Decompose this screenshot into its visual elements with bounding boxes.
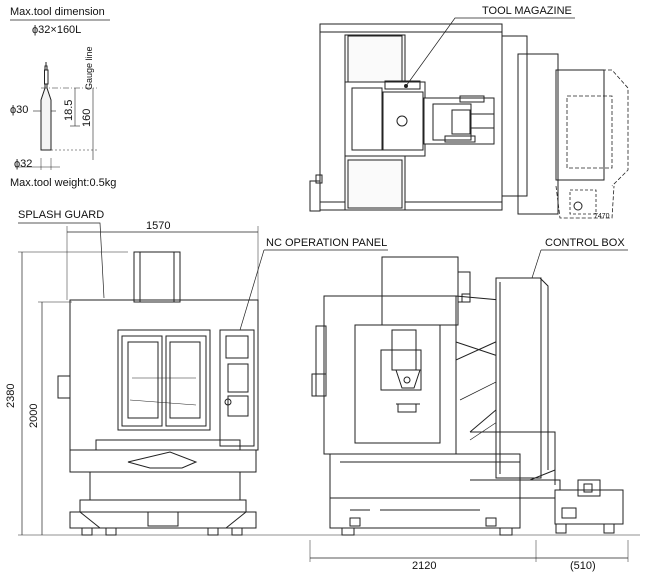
small-mark-label: 7470 xyxy=(594,213,610,220)
side-view xyxy=(309,249,629,562)
top-view xyxy=(309,17,629,219)
tool-magazine-label: TOOL MAGAZINE xyxy=(482,5,572,17)
front-view xyxy=(18,222,640,536)
tool-size-label: ϕ32×160L xyxy=(32,24,82,36)
gauge-line-label: Gauge line xyxy=(84,46,94,90)
height-2380-label: 2380 xyxy=(5,383,17,408)
diameter-30-label: ϕ30 xyxy=(10,104,29,116)
width-1570-label: 1570 xyxy=(146,220,171,232)
nc-operation-panel-label: NC OPERATION PANEL xyxy=(266,237,388,249)
tool-detail xyxy=(10,19,110,170)
depth-510-label: (510) xyxy=(570,560,596,572)
height-2000-label: 2000 xyxy=(28,403,40,428)
diameter-32-label: ϕ32 xyxy=(14,158,33,170)
tool-weight-label: Max.tool weight:0.5kg xyxy=(10,177,117,189)
tool-dimension-title: Max.tool dimension xyxy=(10,6,105,18)
splash-guard-label: SPLASH GUARD xyxy=(18,209,105,221)
length-18-5-label: 18.5 xyxy=(63,99,75,121)
depth-2120-label: 2120 xyxy=(412,560,437,572)
control-box-label: CONTROL BOX xyxy=(545,237,625,249)
length-160-label: 160 xyxy=(81,108,93,127)
